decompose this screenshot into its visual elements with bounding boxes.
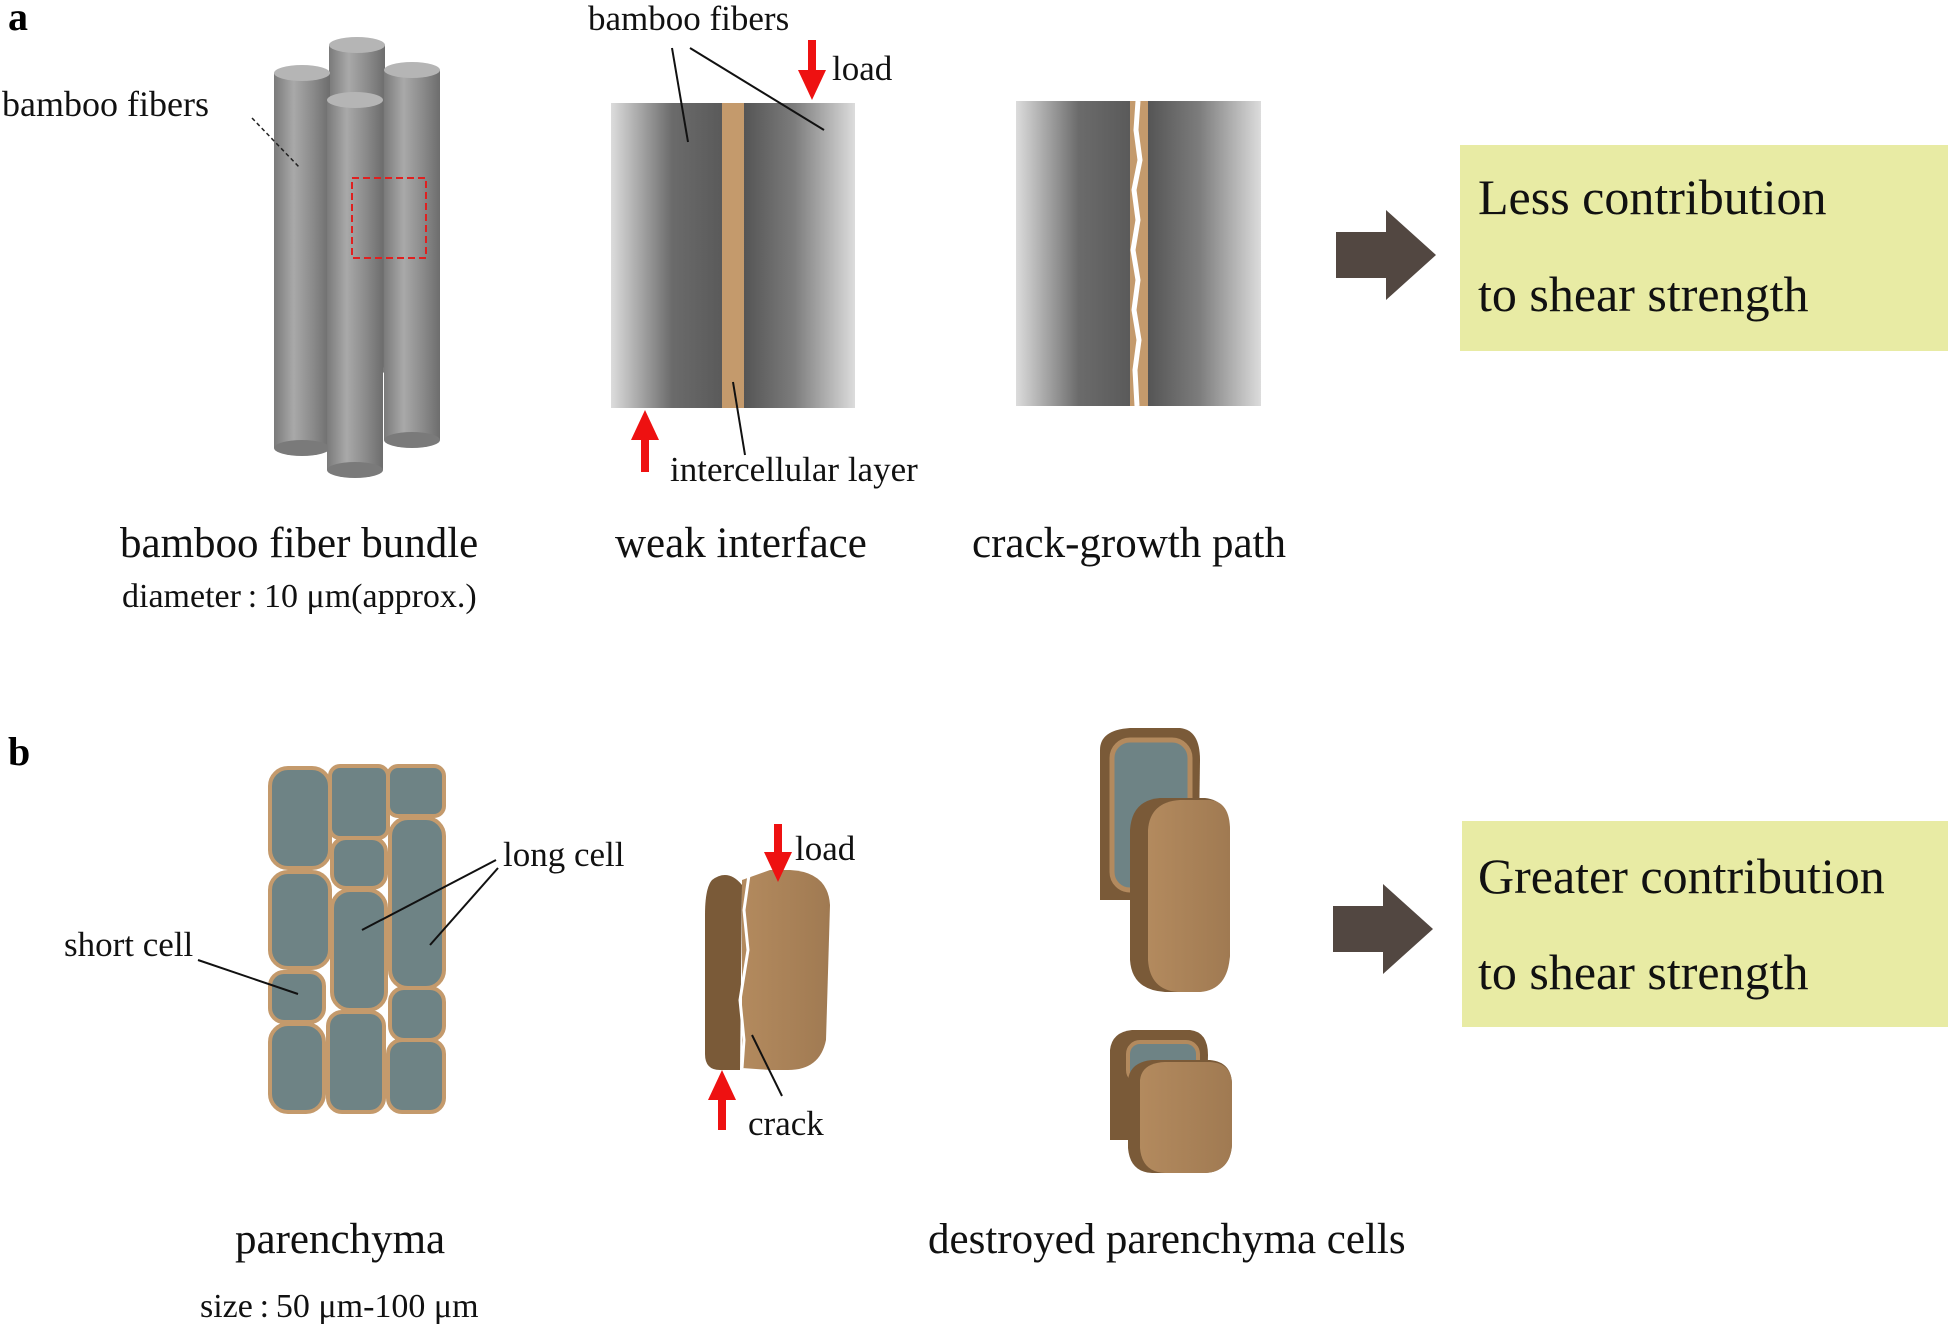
result-a-line2: to shear strength — [1478, 266, 1808, 322]
interface-load-label: load — [832, 49, 893, 88]
result-box-a — [1460, 145, 1948, 351]
result-b-line1: Greater contribution — [1478, 848, 1885, 904]
crack-path-illustration — [1016, 100, 1261, 407]
left-fiber — [611, 103, 722, 408]
right-fiber — [744, 103, 855, 408]
cell-load-label: load — [795, 829, 856, 868]
crack-label: crack — [748, 1104, 824, 1143]
loaded-cell-illustration — [705, 824, 830, 1130]
crack-line — [1130, 100, 1143, 407]
intercellular-layer-label: intercellular layer — [670, 450, 918, 489]
fiber-bundle-illustration — [251, 37, 440, 478]
long-cell-label: long cell — [503, 835, 625, 874]
bundle-size-note: diameter : 10 μm(approx.) — [122, 578, 477, 615]
cell-load-arrow-up-icon — [708, 1070, 736, 1130]
parenchyma-caption: parenchyma — [235, 1216, 445, 1263]
short-cell-label: short cell — [64, 925, 194, 964]
interface-caption: weak interface — [615, 520, 867, 567]
result-box-b — [1462, 821, 1948, 1027]
cell-crack-line — [738, 867, 752, 1069]
result-arrow-a-icon — [1336, 210, 1436, 300]
panel-a-label: a — [8, 0, 28, 39]
cell-load-arrow-down-icon — [764, 824, 792, 882]
crack-leader — [751, 1034, 783, 1097]
fibers-leader-1 — [671, 47, 689, 143]
bundle-caption: bamboo fiber bundle — [120, 520, 478, 567]
fiber-cylinder-left — [274, 65, 330, 456]
destroyed-cells-illustration — [1100, 728, 1232, 1173]
bundle-fibers-label: bamboo fibers — [2, 84, 209, 124]
result-arrow-b-icon — [1333, 884, 1433, 974]
result-a-line1: Less contribution — [1478, 169, 1827, 225]
interface-fibers-label: bamboo fibers — [588, 0, 789, 38]
panel-b-label: b — [8, 729, 30, 774]
parenchyma-size-note: size : 50 μm-100 μm — [200, 1288, 479, 1325]
fiber-cylinder-right — [384, 62, 440, 448]
zoom-region-box — [351, 177, 427, 259]
fibers-leader-2 — [689, 47, 825, 131]
long-cell-leader-1 — [361, 859, 497, 931]
short-cell-leader — [197, 959, 299, 995]
fibers-leader-dashed — [251, 117, 301, 169]
fiber-cylinder-front — [327, 92, 383, 478]
load-arrow-down-icon — [798, 40, 826, 100]
load-arrow-up-icon — [631, 410, 659, 472]
weak-interface-illustration — [611, 40, 855, 472]
crack-caption: crack-growth path — [972, 520, 1286, 567]
layer-leader — [732, 381, 746, 456]
destroyed-caption: destroyed parenchyma cells — [928, 1216, 1406, 1263]
result-b-line2: to shear strength — [1478, 944, 1808, 1000]
intercellular-layer — [722, 103, 744, 408]
long-cell-leader-2 — [429, 867, 499, 946]
parenchyma-tissue-illustration — [268, 764, 446, 1114]
